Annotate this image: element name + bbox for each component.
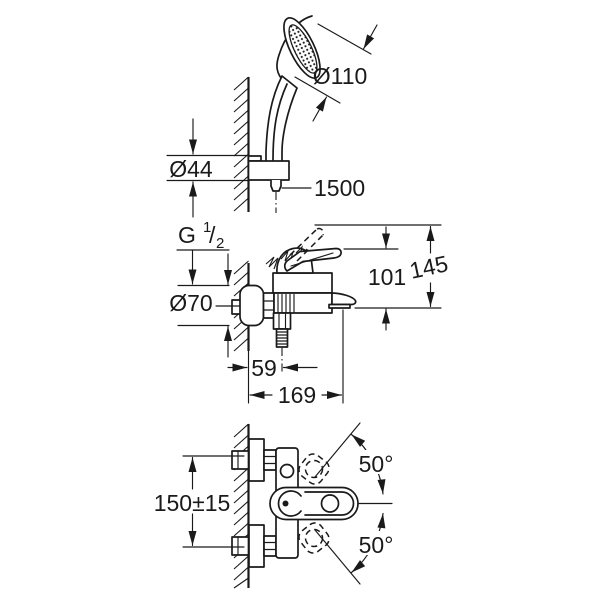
shower-spray-face [288,24,318,74]
supply-connections [231,438,277,568]
label-height-145: 145 [407,250,450,283]
handle-inner-line [272,83,288,161]
mixer-body [265,227,357,374]
aerator [328,303,351,309]
wall-hatching-bottom [233,423,249,589]
mixer-top-view: 50° 50° 150±15 [154,422,399,589]
escutcheon-top-lower [248,524,265,568]
hand-shower-handle [265,75,298,171]
dim-connection-spacing: 150±15 [154,455,245,548]
dim-depths: 59 169 [227,309,344,408]
label-depth-169: 169 [278,382,316,408]
label-head-diameter: Ø110 [313,63,368,89]
hand-shower-view: Ø44 Ø110 1500 [166,15,378,218]
label-angle-up: 50° [359,451,394,477]
wall-holder [247,155,290,213]
lever-top [269,486,359,521]
escutcheon-top-upper [248,438,265,482]
escutcheon-side [239,284,265,327]
hose-connector [270,180,282,192]
lever-pivot-mark [282,500,289,507]
label-angle-down: 50° [359,532,394,558]
shower-outlet [272,312,292,348]
swivel-line-down [314,529,361,585]
lever-phantom-down [298,522,330,554]
label-escutcheon-diameter: Ø70 [169,290,212,316]
connection-nut [262,292,275,319]
dim-heights: 101 145 [314,224,450,331]
label-holder-diameter: Ø44 [169,156,213,182]
dim-hose-length: 1500 [281,175,365,201]
wall-hatching-top [233,76,249,212]
shower-head-back [276,15,313,79]
lever-phantom-up [298,453,330,485]
lever-phantom-raised [289,227,325,262]
hand-shower [265,15,321,171]
label-depth-59: 59 [251,355,277,381]
label-hose-length: 1500 [314,175,365,201]
spout [331,292,357,306]
label-height-101: 101 [368,264,406,290]
body-screw-hole [279,463,295,479]
dim-swivel-angles: 50° 50° [350,433,399,574]
label-connection-spacing: 150±15 [154,490,231,516]
dim-holder-diameter: Ø44 [166,118,249,218]
knurled-ring [277,293,295,313]
dim-head-diameter: Ø110 [294,23,378,122]
dim-escutcheon-diameter: Ø70 [169,253,241,358]
swivel-line-up [314,422,361,478]
